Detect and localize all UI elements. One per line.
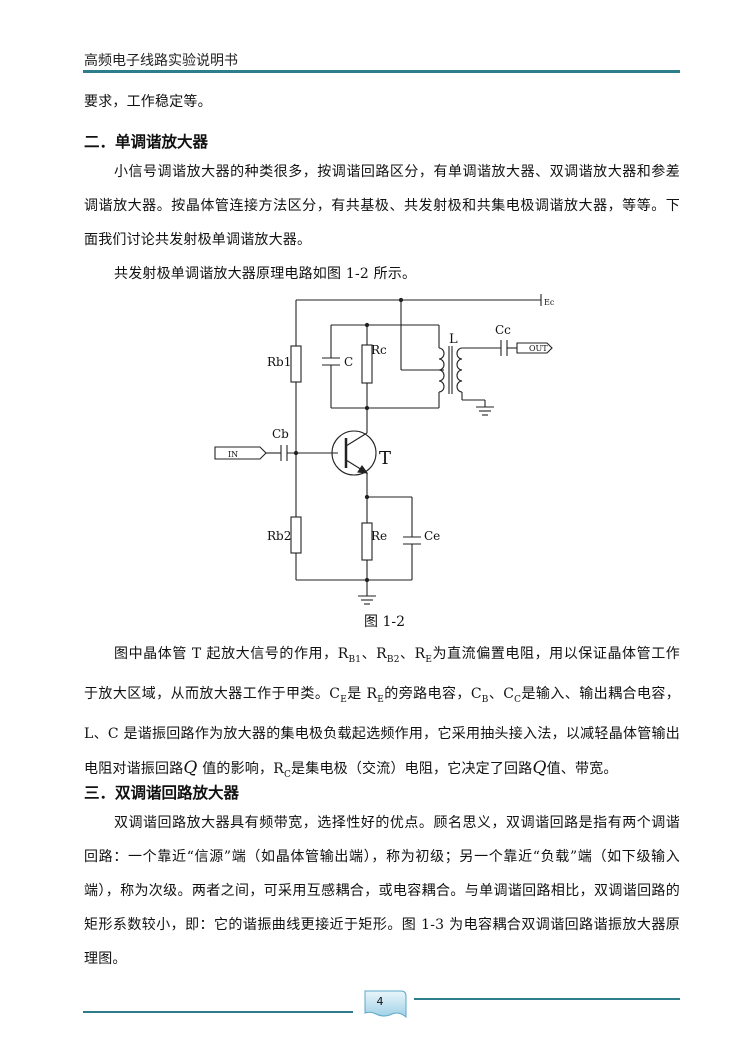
page-number-tab [364,990,407,1019]
label-re: Re [371,529,387,543]
figure-caption: 图 1-2 [364,614,405,630]
label-ce: Ce [424,529,440,543]
header-rule [83,70,680,73]
footer-rule-left [83,1011,353,1013]
label-rb1: Rb1 [267,355,291,369]
label-cb: Cb [272,427,289,441]
label-c: C [344,355,353,369]
paragraph-single-tuned-types: 小信号调谐放大器的种类很多，按调谐回路区分，有单调谐放大器、双调谐放大器和参差调… [84,164,680,248]
label-out: OUT [529,344,548,353]
paragraph-circuit-description: 图中晶体管 T 起放大信号的作用，RB1、RB2、RE为直流偏置电阻，用以保证晶… [84,646,680,780]
running-header: 高频电子线路实验说明书 [84,53,238,69]
section-heading-double-tuned: 三．双调谐回路放大器 [84,784,240,802]
label-rc: Rc [371,343,387,357]
paragraph-intro: 要求，工作稳定等。 [84,94,212,110]
label-ec: Ec [544,298,555,307]
label-in: IN [228,450,238,459]
label-cc: Cc [495,323,511,337]
paragraph-circuit-intro: 共发射极单调谐放大器原理电路如图 1-2 所示。 [114,266,417,282]
footer-rule-right [414,998,680,1000]
page-number: 4 [376,995,384,1008]
label-l: L [449,332,458,347]
section-heading-single-tuned: 二．单调谐放大器 [84,133,209,151]
paragraph-double-tuned: 双调谐回路放大器具有频带宽，选择性好的优点。顾名思义，双调谐回路是指有两个调谐回… [84,815,680,967]
label-transistor-t: T [379,448,391,469]
label-rb2: Rb2 [267,529,291,543]
